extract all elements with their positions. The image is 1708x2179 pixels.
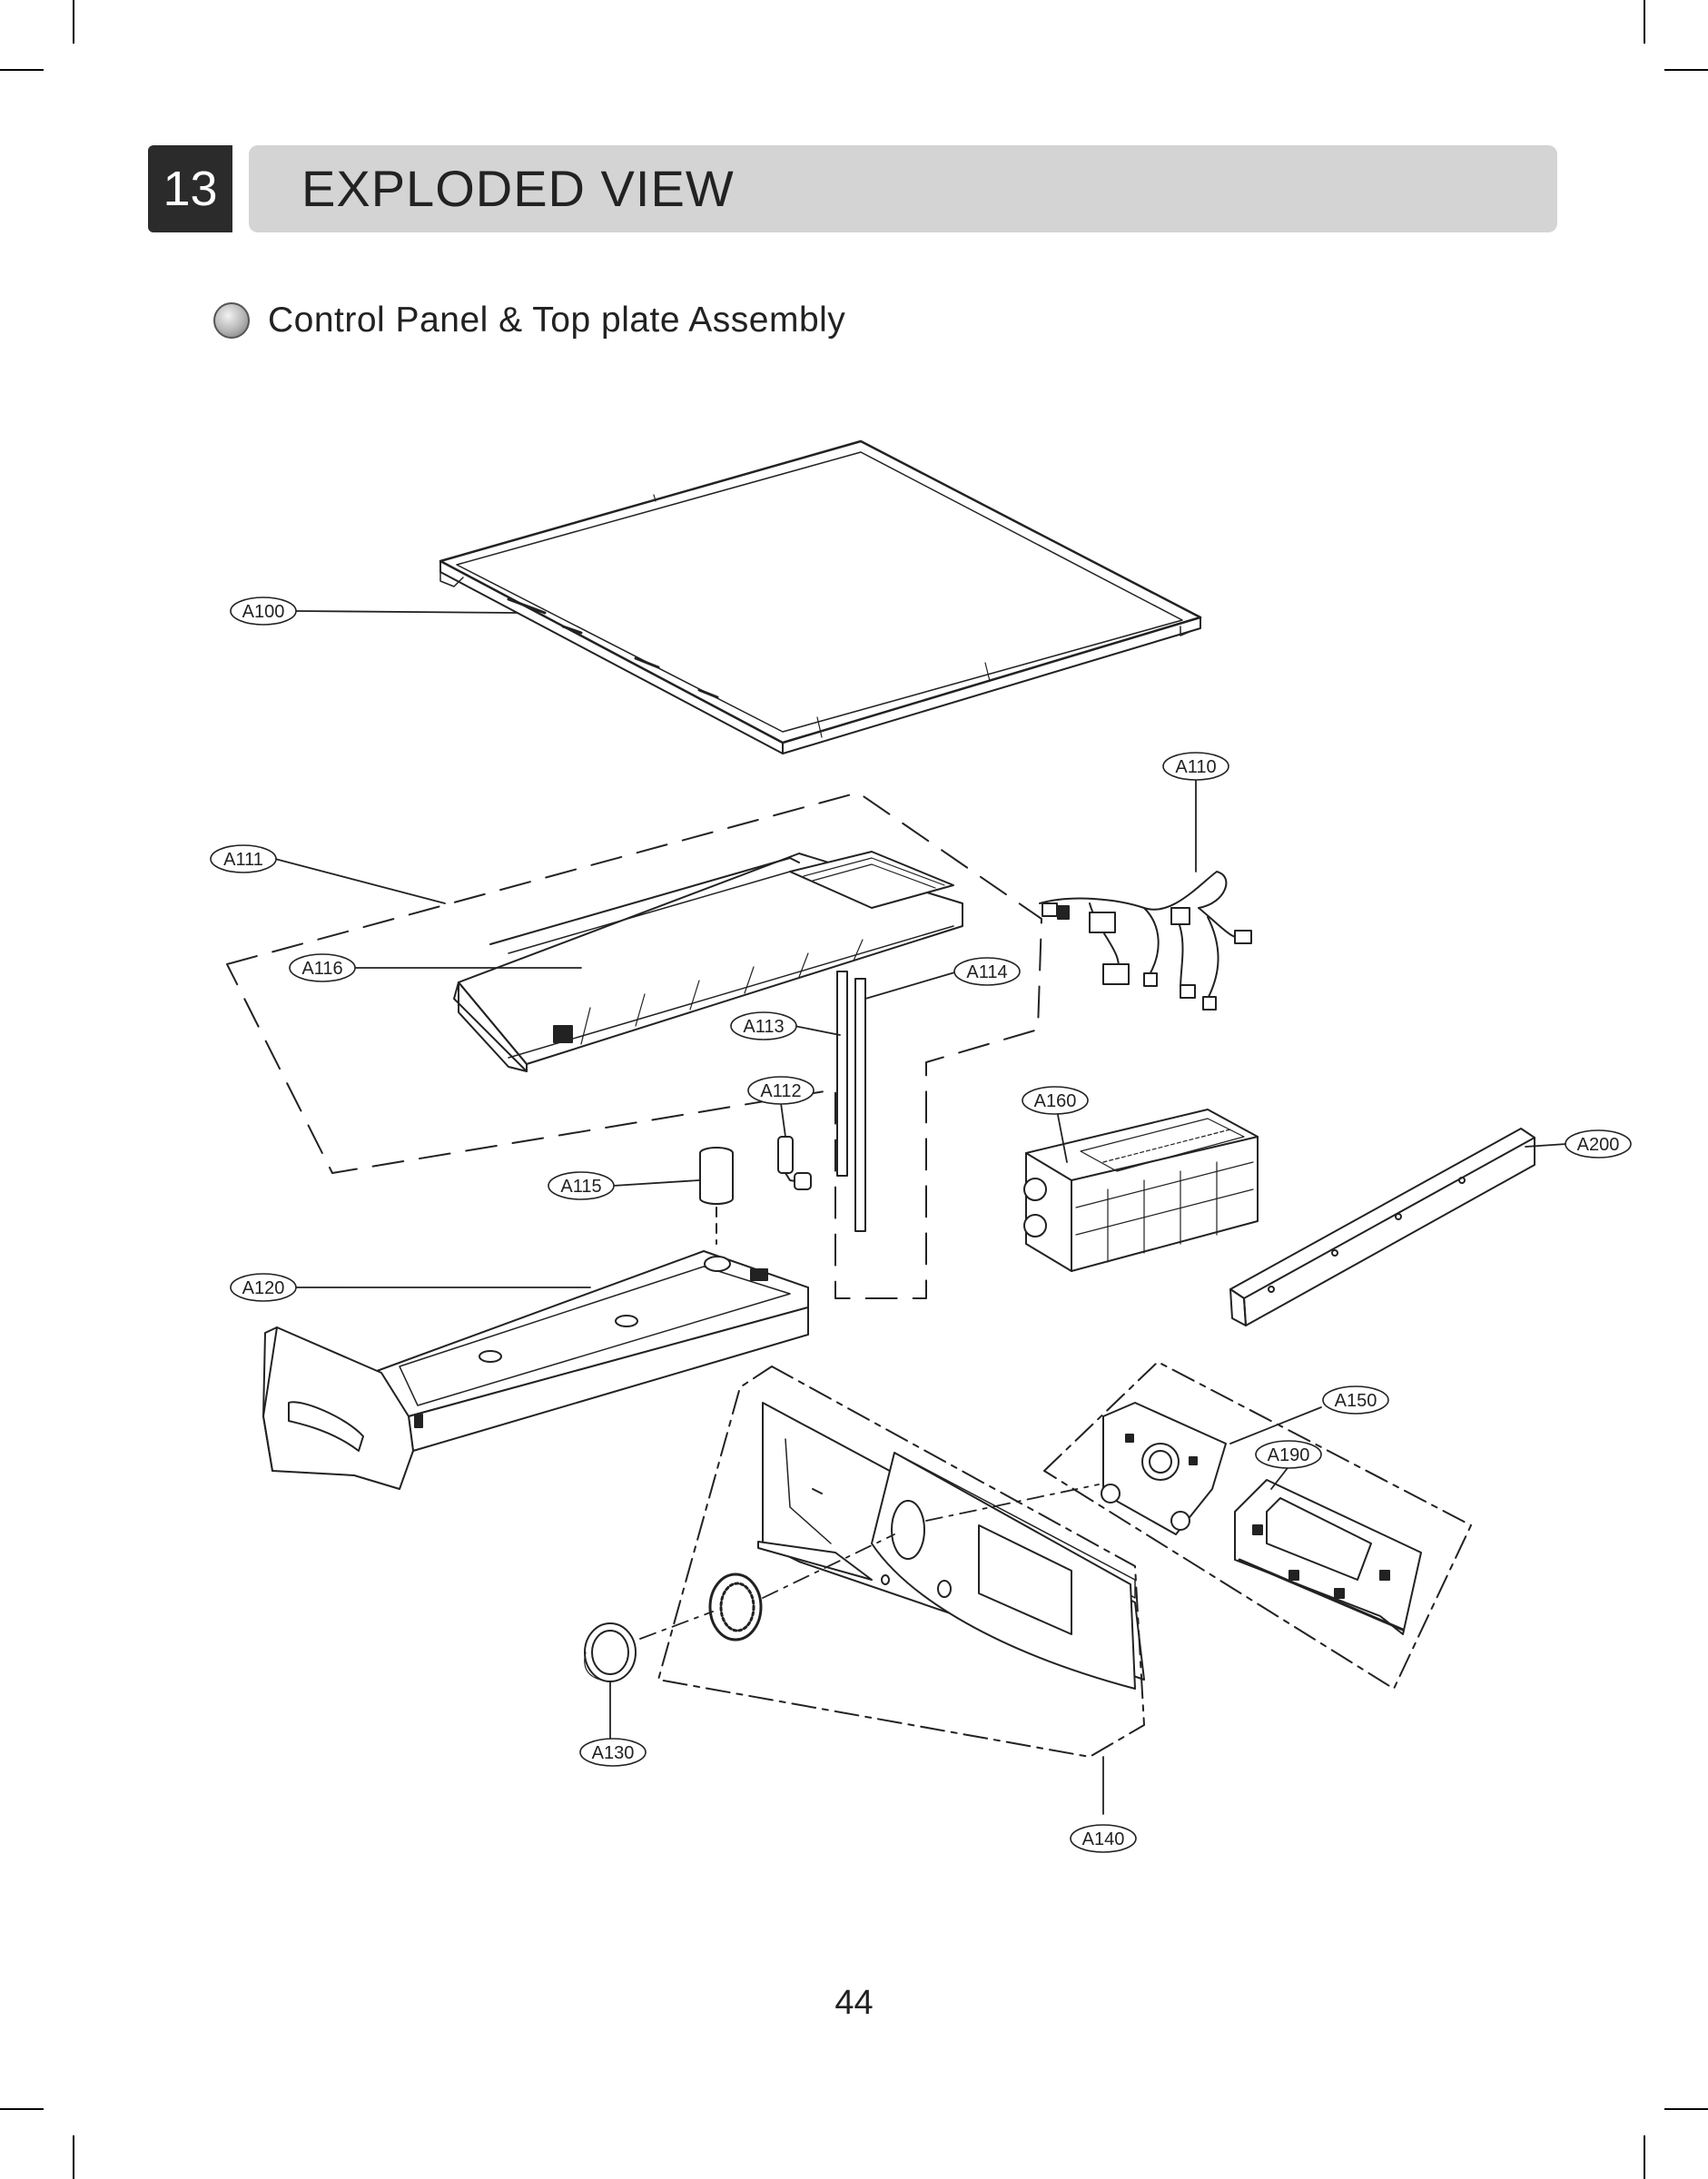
control-panel-part	[757, 1402, 1145, 1690]
svg-text:A110: A110	[1175, 757, 1216, 777]
svg-text:A112: A112	[760, 1081, 801, 1101]
crop-mark-top-left-v	[73, 0, 74, 44]
svg-text:A113: A113	[743, 1017, 784, 1037]
dial-ring-part	[708, 1573, 763, 1642]
crop-mark-bottom-right-h	[1664, 2108, 1708, 2110]
svg-text:A111: A111	[223, 850, 263, 870]
section-number: 13	[148, 145, 232, 232]
section-header-bar: EXPLODED VIEW	[249, 145, 1557, 232]
crop-mark-bottom-right-v	[1644, 2135, 1645, 2179]
rod-part-a113	[836, 971, 848, 1177]
svg-text:A116: A116	[301, 959, 342, 979]
crop-mark-top-left-h	[0, 69, 44, 71]
callout-labels: A100 A110 A111 A116 A114 A113 A112 A160	[210, 597, 1632, 1853]
control-box-part	[1023, 1109, 1259, 1272]
crop-mark-top-right-v	[1644, 0, 1645, 44]
callout-a114: A114	[953, 957, 1021, 986]
svg-text:A150: A150	[1335, 1391, 1377, 1411]
callout-a140: A140	[1070, 1824, 1137, 1853]
crop-mark-bottom-left-v	[73, 2135, 74, 2179]
subtitle: Control Panel & Top plate Assembly	[268, 301, 846, 340]
svg-text:A200: A200	[1577, 1135, 1620, 1155]
knob-part	[584, 1622, 637, 1682]
elbow-fitting-part	[777, 1136, 812, 1190]
svg-text:A160: A160	[1034, 1091, 1077, 1111]
callout-a200: A200	[1565, 1129, 1632, 1159]
callout-a120: A120	[230, 1273, 297, 1302]
section-title: EXPLODED VIEW	[301, 160, 735, 217]
svg-text:A114: A114	[966, 962, 1007, 982]
bracket-part	[1229, 1128, 1535, 1326]
callout-a190: A190	[1255, 1440, 1322, 1469]
callout-a160: A160	[1022, 1086, 1089, 1115]
subtitle-row: Control Panel & Top plate Assembly	[213, 298, 845, 343]
detergent-drawer-part	[262, 1250, 809, 1490]
crop-mark-bottom-left-h	[0, 2108, 44, 2110]
callout-a113: A113	[730, 1011, 797, 1040]
callout-a110: A110	[1162, 752, 1229, 781]
encoder-board-part	[1101, 1402, 1227, 1535]
top-plate-part	[439, 439, 1202, 754]
assembly-axes	[639, 1484, 1100, 1640]
page-number: 44	[834, 1984, 874, 2022]
svg-text:A115: A115	[560, 1177, 601, 1197]
wire-harness-part	[1039, 871, 1252, 1011]
drawer-housing-part	[453, 851, 963, 1072]
bullet-icon	[213, 302, 250, 339]
callout-a111: A111	[210, 844, 277, 873]
callout-a100: A100	[230, 597, 297, 626]
callout-a115: A115	[548, 1171, 615, 1200]
rod-part-a114	[854, 978, 866, 1232]
svg-text:A190: A190	[1268, 1445, 1310, 1465]
svg-text:A140: A140	[1082, 1829, 1125, 1849]
callout-a150: A150	[1322, 1385, 1389, 1415]
filter-cup-part	[699, 1147, 734, 1245]
callout-a112: A112	[747, 1076, 815, 1105]
callout-a116: A116	[289, 953, 356, 982]
svg-text:A120: A120	[242, 1278, 285, 1298]
display-board-part	[1234, 1479, 1422, 1635]
callout-a130: A130	[579, 1738, 647, 1767]
crop-mark-top-right-h	[1664, 69, 1708, 71]
svg-text:A130: A130	[592, 1743, 635, 1763]
svg-text:A100: A100	[242, 602, 285, 622]
